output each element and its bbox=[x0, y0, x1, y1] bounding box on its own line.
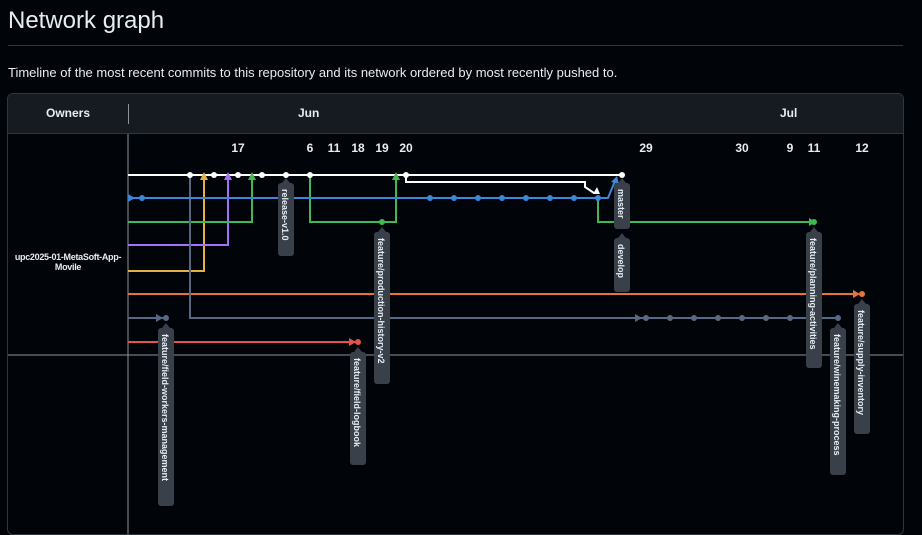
page-description: Timeline of the most recent commits to t… bbox=[8, 65, 618, 80]
branch-line-green-release bbox=[128, 178, 253, 223]
branch-line-planning bbox=[597, 198, 814, 223]
network-graph[interactable]: Owners Jun Jul upc2025-01-MetaSoft-App-M… bbox=[7, 93, 904, 535]
planning-commit bbox=[811, 219, 817, 225]
day-label: 11 bbox=[808, 141, 821, 155]
branch-line-purple bbox=[128, 178, 229, 246]
branch-line-master-merge bbox=[598, 180, 616, 199]
svg-text:feature/winemaking-process: feature/winemaking-process bbox=[832, 334, 842, 456]
svg-text:feature/production-history-v2: feature/production-history-v2 bbox=[376, 238, 386, 364]
label-field-workers[interactable]: feature/field-workers-management bbox=[158, 323, 174, 506]
day-label: 19 bbox=[375, 141, 389, 155]
develop-commits bbox=[139, 195, 601, 201]
title-divider bbox=[8, 45, 903, 46]
day-label: 17 bbox=[231, 141, 245, 155]
graph-canvas[interactable]: 17 6 11 18 19 20 29 30 9 11 12 bbox=[8, 94, 903, 534]
svg-text:feature/field-workers-manageme: feature/field-workers-management bbox=[160, 334, 170, 481]
owner-name[interactable]: upc2025-01-MetaSoft-App-Movile bbox=[14, 252, 122, 272]
label-winemaking[interactable]: feature/winemaking-process bbox=[830, 323, 846, 475]
branch-line-production-merge bbox=[382, 178, 397, 223]
svg-text:feature/field-logbook: feature/field-logbook bbox=[352, 358, 362, 448]
field-logbook-commit bbox=[355, 339, 361, 345]
supply-commit bbox=[859, 291, 865, 297]
day-label: 6 bbox=[307, 141, 314, 155]
svg-text:master: master bbox=[616, 189, 626, 219]
owners-header: Owners bbox=[45, 106, 90, 120]
graph-header: Owners Jun Jul bbox=[8, 94, 903, 134]
day-label: 30 bbox=[735, 141, 749, 155]
svg-text:feature/supply-inventory: feature/supply-inventory bbox=[856, 310, 866, 415]
label-release[interactable]: release-v1.0 bbox=[278, 178, 294, 256]
day-label: 29 bbox=[639, 141, 653, 155]
label-field-logbook[interactable]: feature/field-logbook bbox=[350, 347, 366, 465]
label-supply[interactable]: feature/supply-inventory bbox=[854, 299, 870, 434]
svg-text:develop: develop bbox=[616, 244, 626, 279]
month-label-jun: Jun bbox=[298, 106, 320, 120]
label-develop[interactable]: develop bbox=[614, 233, 630, 292]
branch-line-production-history bbox=[309, 175, 382, 223]
label-master[interactable]: master bbox=[614, 178, 630, 229]
svg-text:feature/planning-activities: feature/planning-activities bbox=[808, 238, 818, 350]
day-label: 12 bbox=[855, 141, 869, 155]
label-production-history[interactable]: feature/production-history-v2 bbox=[374, 227, 390, 384]
day-label: 20 bbox=[399, 141, 413, 155]
production-history-commit bbox=[379, 219, 385, 225]
branch-line-winemaking bbox=[189, 175, 838, 319]
branch-line-main-merge bbox=[405, 175, 595, 194]
page-title: Network graph bbox=[8, 7, 165, 34]
day-label: 18 bbox=[351, 141, 365, 155]
day-label: 9 bbox=[787, 141, 794, 155]
branch-line-yellow bbox=[128, 178, 205, 272]
header-divider bbox=[128, 104, 129, 124]
svg-text:release-v1.0: release-v1.0 bbox=[280, 189, 290, 241]
day-label: 11 bbox=[328, 141, 341, 155]
main-commits bbox=[187, 172, 625, 178]
field-workers-commit bbox=[163, 315, 169, 321]
month-label-jul: Jul bbox=[780, 106, 798, 120]
label-planning[interactable]: feature/planning-activities bbox=[806, 227, 822, 368]
